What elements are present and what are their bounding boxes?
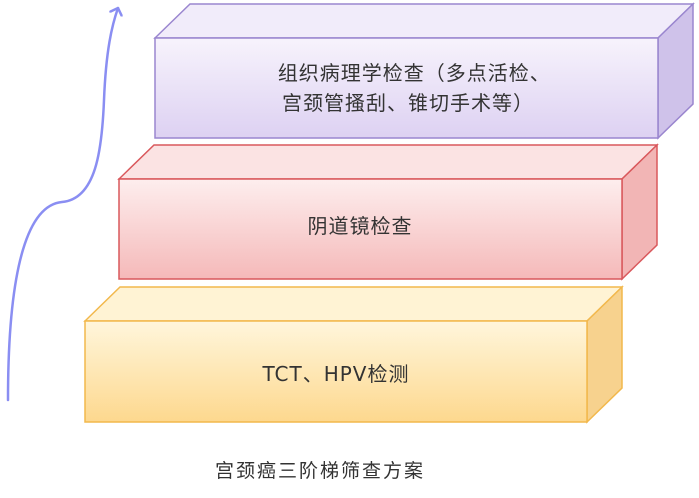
step-block-front-face: [154, 37, 659, 139]
step-label-pathology: 组织病理学检查（多点活检、 宫颈管搔刮、锥切手术等）: [278, 61, 558, 115]
step-block-front-face: [118, 178, 623, 280]
step-label-colposcopy: 阴道镜检查: [308, 214, 413, 238]
step-block-colposcopy: 阴道镜检查: [117, 143, 659, 281]
progress-arrow: [6, 8, 118, 402]
step-block-top-face: [83, 286, 624, 322]
step-block-tct-hpv: TCT、HPV检测: [83, 285, 624, 424]
step-label-line: 组织病理学检查（多点活检、: [278, 61, 551, 85]
diagram-caption: 宫颈癌三阶梯筛查方案: [214, 460, 425, 482]
step-block-top-face: [117, 144, 659, 180]
step-block-pathology: 组织病理学检查（多点活检、 宫颈管搔刮、锥切手术等）: [153, 2, 695, 140]
step-block-top-face: [153, 3, 695, 39]
step-block-front-face: [84, 320, 588, 423]
step-label-line: 宫颈管搔刮、锥切手术等）: [282, 91, 534, 115]
step-label-line: 阴道镜检查: [308, 214, 413, 238]
step-label-tct-hpv: TCT、HPV检测: [261, 362, 409, 386]
step-label-line: TCT、HPV检测: [261, 362, 409, 386]
